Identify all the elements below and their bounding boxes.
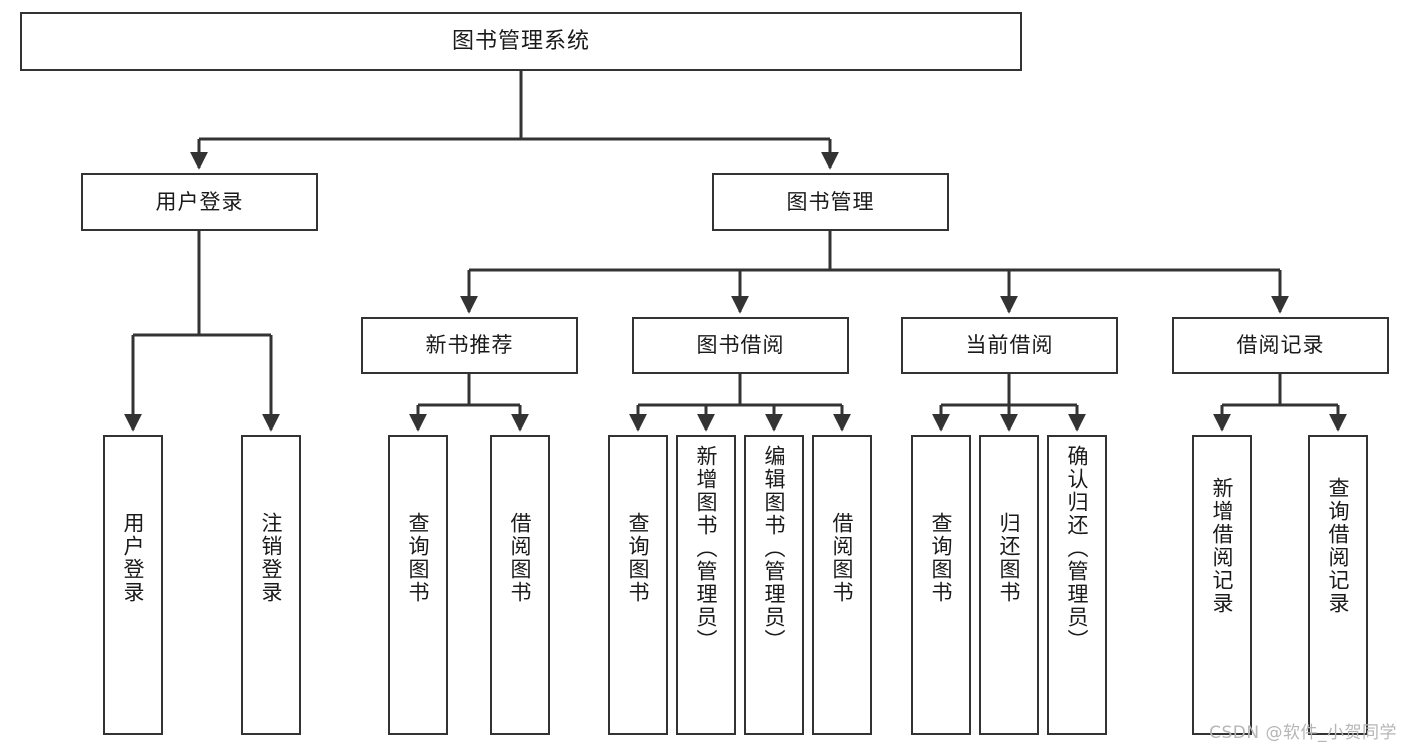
node-label: 确认归还（管理员） xyxy=(1065,445,1090,652)
node-label: 新增图书（管理员） xyxy=(694,445,719,652)
leaf-return-book[interactable]: 归还图书 xyxy=(979,435,1039,735)
leaf-borrow-query-book[interactable]: 查询图书 xyxy=(608,435,668,735)
node-label: 新书推荐 xyxy=(425,333,514,358)
watermark-text: CSDN @软件_小贺同学 xyxy=(1209,723,1397,743)
node-label: 查询借阅记录 xyxy=(1326,477,1351,615)
node-root-book-management-system[interactable]: 图书管理系统 xyxy=(20,12,1022,71)
node-label: 用户登录 xyxy=(121,512,146,604)
node-label: 查询图书 xyxy=(406,512,431,604)
leaf-user-login[interactable]: 用户登录 xyxy=(103,435,163,735)
node-label: 注销登录 xyxy=(259,512,284,604)
leaf-new-book-query-book[interactable]: 查询图书 xyxy=(388,435,448,735)
node-label: 查询图书 xyxy=(929,512,954,604)
node-user-login[interactable]: 用户登录 xyxy=(81,173,318,231)
leaf-add-borrow-record[interactable]: 新增借阅记录 xyxy=(1192,435,1252,735)
node-label: 图书管理系统 xyxy=(451,28,590,54)
node-label: 当前借阅 xyxy=(965,333,1054,358)
node-new-book-recommend[interactable]: 新书推荐 xyxy=(361,317,578,374)
leaf-confirm-return-admin[interactable]: 确认归还（管理员） xyxy=(1047,435,1107,735)
node-label: 归还图书 xyxy=(997,512,1022,604)
node-label: 借阅记录 xyxy=(1236,333,1325,358)
node-label: 借阅图书 xyxy=(508,512,533,604)
node-label: 编辑图书（管理员） xyxy=(762,445,787,652)
leaf-add-book-admin[interactable]: 新增图书（管理员） xyxy=(676,435,736,735)
leaf-query-borrow-record[interactable]: 查询借阅记录 xyxy=(1308,435,1368,735)
node-label: 用户登录 xyxy=(155,189,244,214)
node-label: 图书借阅 xyxy=(696,333,785,358)
node-label: 借阅图书 xyxy=(830,512,855,604)
node-book-management[interactable]: 图书管理 xyxy=(712,173,949,231)
node-label: 图书管理 xyxy=(786,189,875,214)
leaf-current-query-book[interactable]: 查询图书 xyxy=(911,435,971,735)
node-book-borrow[interactable]: 图书借阅 xyxy=(632,317,849,374)
node-borrow-record[interactable]: 借阅记录 xyxy=(1172,317,1389,374)
leaf-borrow-book[interactable]: 借阅图书 xyxy=(812,435,872,735)
node-label: 查询图书 xyxy=(626,512,651,604)
node-label: 新增借阅记录 xyxy=(1210,477,1235,615)
leaf-logout[interactable]: 注销登录 xyxy=(241,435,301,735)
node-current-borrow[interactable]: 当前借阅 xyxy=(901,317,1118,374)
leaf-edit-book-admin[interactable]: 编辑图书（管理员） xyxy=(744,435,804,735)
leaf-new-book-borrow-book[interactable]: 借阅图书 xyxy=(490,435,550,735)
